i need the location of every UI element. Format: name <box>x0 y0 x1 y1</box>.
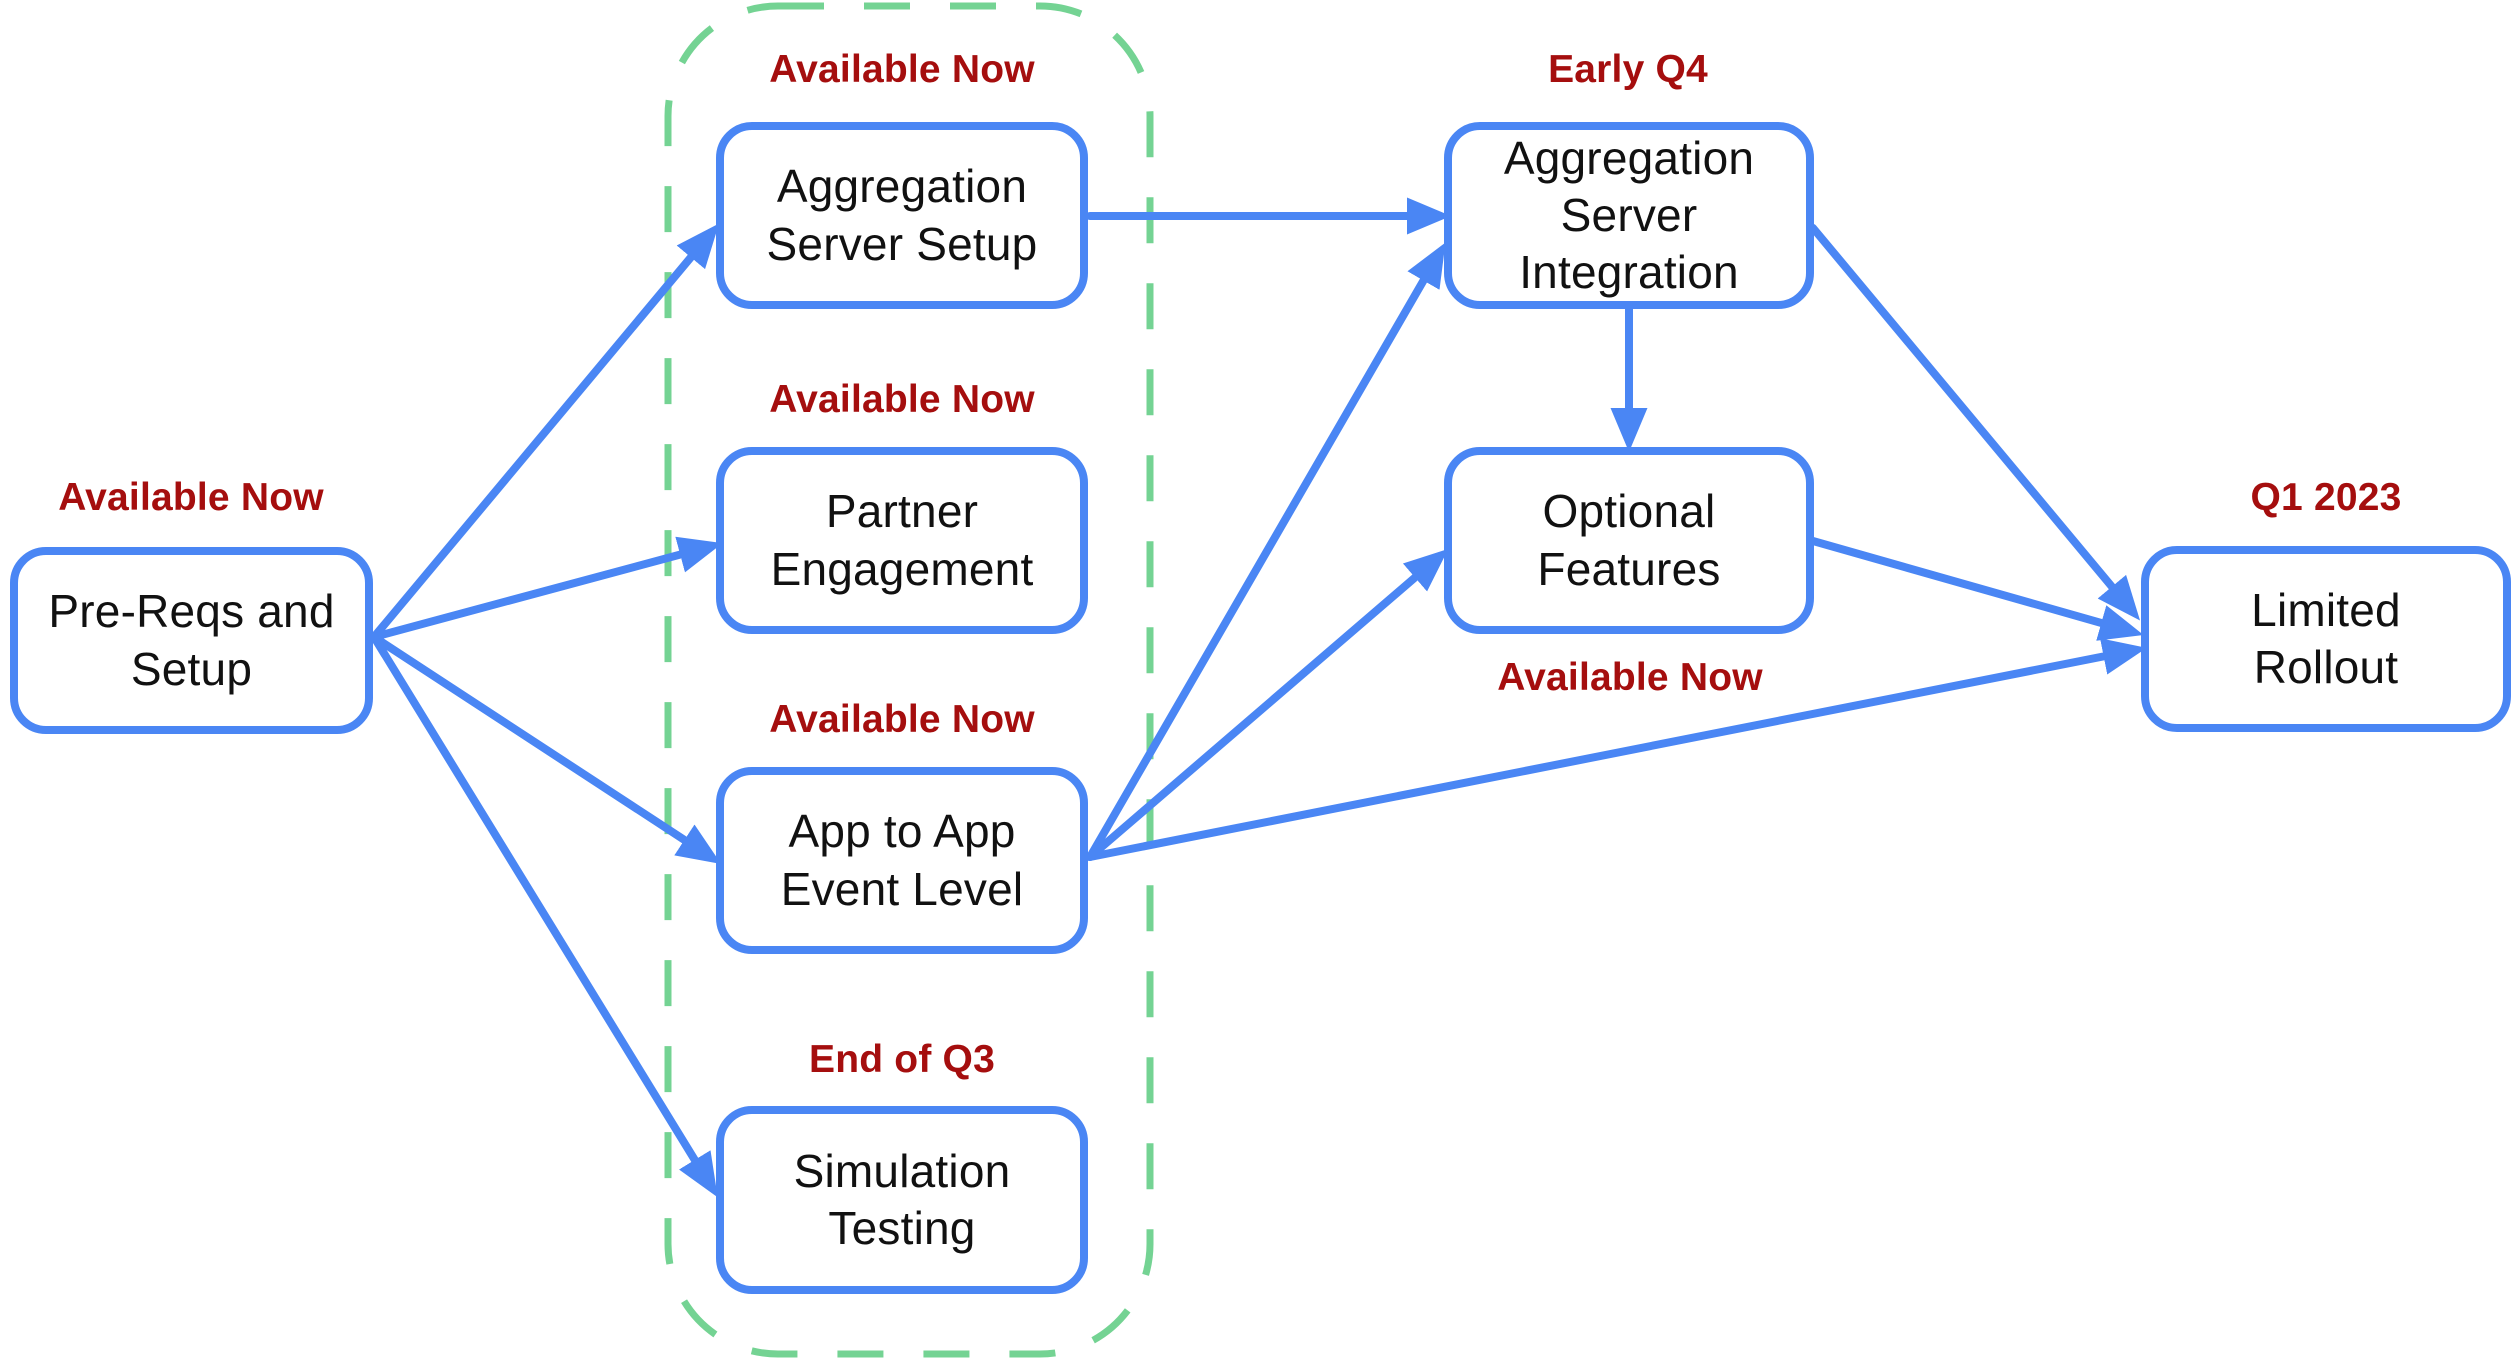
node-aggregation-server-integration: Aggregation Server Integration <box>1444 122 1814 309</box>
arrow-optional-to-rollout <box>1809 537 2144 641</box>
node-simulation-testing: Simulation Testing <box>716 1106 1088 1294</box>
node-pre-reqs-and-setup: Pre-Reqs and Setup <box>10 547 373 734</box>
node-label: Aggregation Server Setup <box>766 160 1038 270</box>
arrow-app2app-to-rollout <box>1086 638 2147 861</box>
arrow-prereqs-to-app2app <box>370 633 722 865</box>
node-label: Aggregation Server Integration <box>1503 131 1755 299</box>
node-label: Limited Rollout <box>2251 583 2401 693</box>
arrow-prereqs-to-partner <box>370 536 723 641</box>
status-label-simulation: End of Q3 <box>809 1038 995 1081</box>
phase-group-outline <box>664 2 1154 1358</box>
node-label: Pre-Reqs and Setup <box>48 585 335 695</box>
node-optional-features: Optional Features <box>1444 447 1814 634</box>
node-label: Simulation Testing <box>793 1144 1011 1254</box>
status-label-optional: Available Now <box>1497 656 1763 699</box>
node-label: Optional Features <box>1537 485 1721 595</box>
status-label-agg-setup: Available Now <box>769 48 1035 91</box>
node-partner-engagement: Partner Engagement <box>716 447 1088 634</box>
node-app-to-app-event-level: App to App Event Level <box>716 767 1088 954</box>
arrow-app2app-to-agg-integration <box>1086 242 1446 861</box>
arrow-app2app-to-optional <box>1086 548 1449 861</box>
node-aggregation-server-setup: Aggregation Server Setup <box>716 122 1088 309</box>
arrow-agg-integration-to-rollout <box>1809 224 2141 621</box>
arrow-prereqs-to-agg-setup <box>370 223 720 641</box>
node-label: Partner Engagement <box>770 485 1034 595</box>
status-label-partner: Available Now <box>769 378 1035 421</box>
arrow-prereqs-to-simulation <box>370 633 718 1198</box>
status-label-agg-integration: Early Q4 <box>1548 48 1708 91</box>
node-label: App to App Event Level <box>780 805 1024 915</box>
status-label-prereqs: Available Now <box>58 476 324 519</box>
status-label-app2app: Available Now <box>769 698 1035 741</box>
node-limited-rollout: Limited Rollout <box>2141 546 2511 732</box>
status-label-rollout: Q1 2023 <box>2250 476 2402 519</box>
